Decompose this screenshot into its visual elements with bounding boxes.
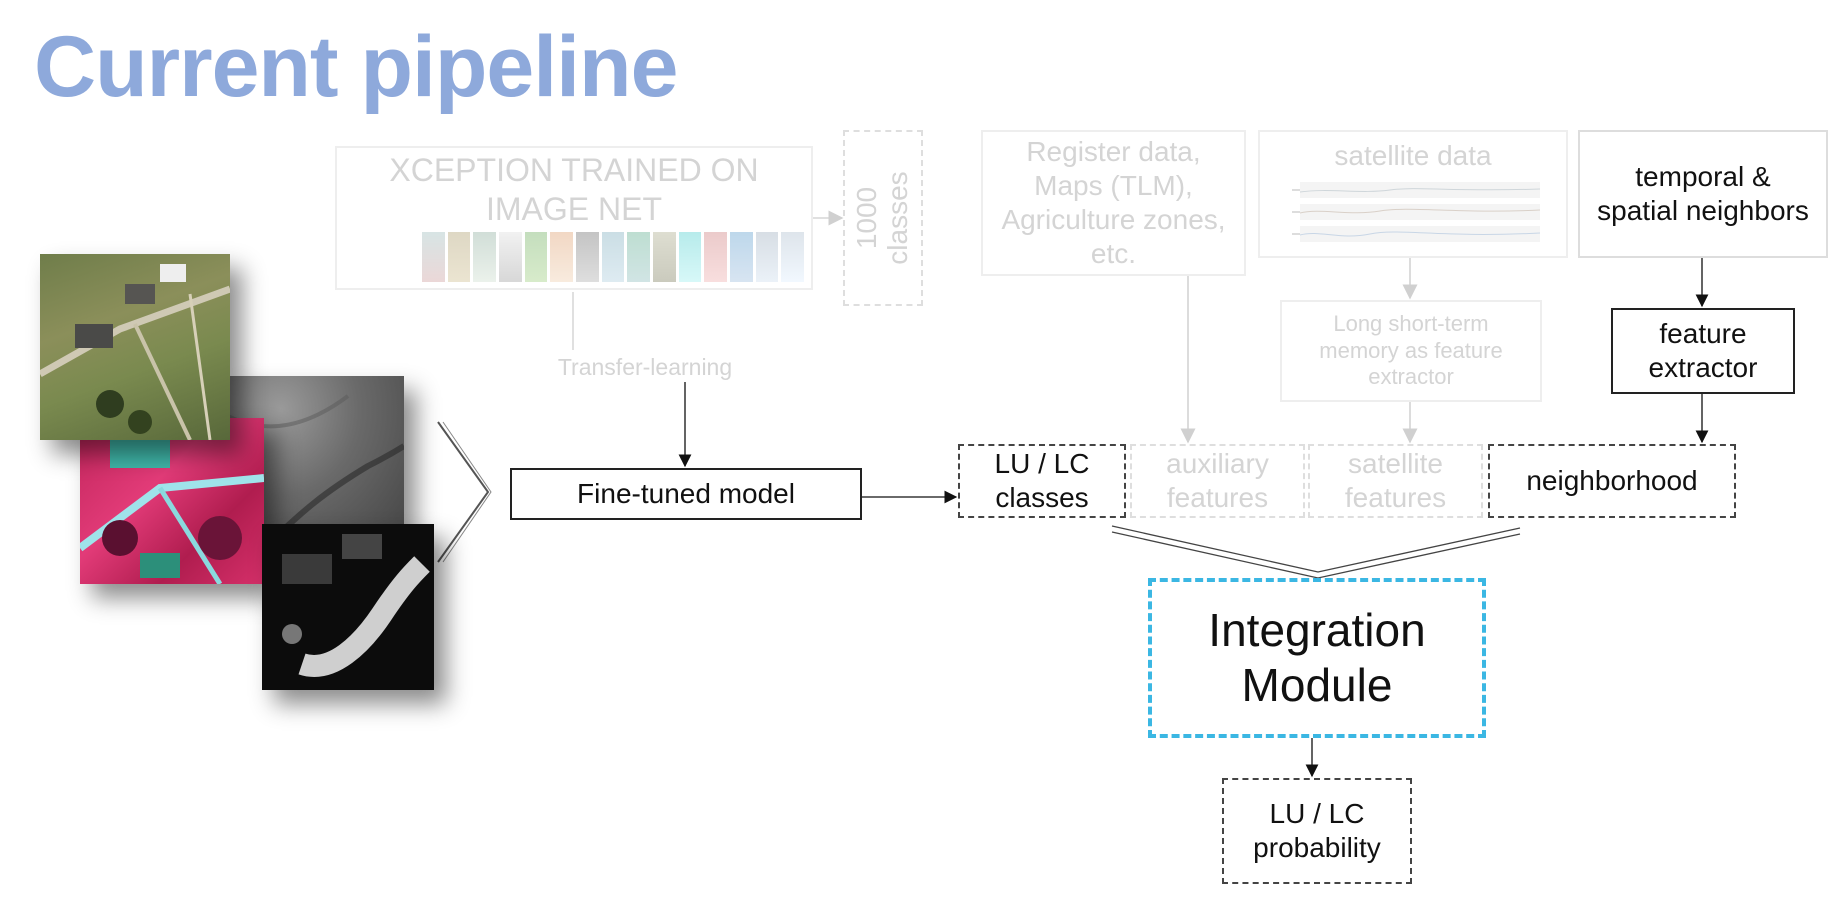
funnel-lines [1111,525,1521,579]
integration-module-box: Integration Module [1148,578,1486,738]
satellite-timeseries-graphic [1292,182,1541,242]
classes-label: 1000 classes [851,171,913,265]
aerial-rgb-image [40,254,230,440]
neighborhood-box: neighborhood [1488,444,1736,518]
lstm-box: Long short-term memory as feature extrac… [1280,300,1542,402]
satellite-data-label: satellite data [1334,139,1492,171]
temporal-spatial-box: temporal & spatial neighbors [1578,130,1828,258]
satellite-data-box [1258,130,1568,258]
feature-extractor-box: feature extractor [1611,308,1795,394]
xception-label: XCEPTION TRAINED ON IMAGE NET [389,151,759,227]
auxiliary-features-box: auxiliary features [1130,444,1305,518]
register-data-box: Register data, Maps (TLM), Agriculture z… [981,130,1246,276]
page-title: Current pipeline [34,19,678,115]
lulc-probability-box: LU / LC probability [1222,778,1412,884]
xception-box [335,146,813,290]
satellite-features-box: satellite features [1308,444,1483,518]
classes-box [843,130,923,306]
false-color-infrared-image [80,418,264,584]
chevron-right-icon [437,421,492,563]
fine-tuned-model: Fine-tuned model [510,468,862,520]
transfer-learning-label: Transfer-learning [557,353,733,380]
imagenet-thumbnails [422,232,805,282]
lulc-classes-box: LU / LC classes [958,444,1126,518]
height-mask-image [262,524,434,690]
